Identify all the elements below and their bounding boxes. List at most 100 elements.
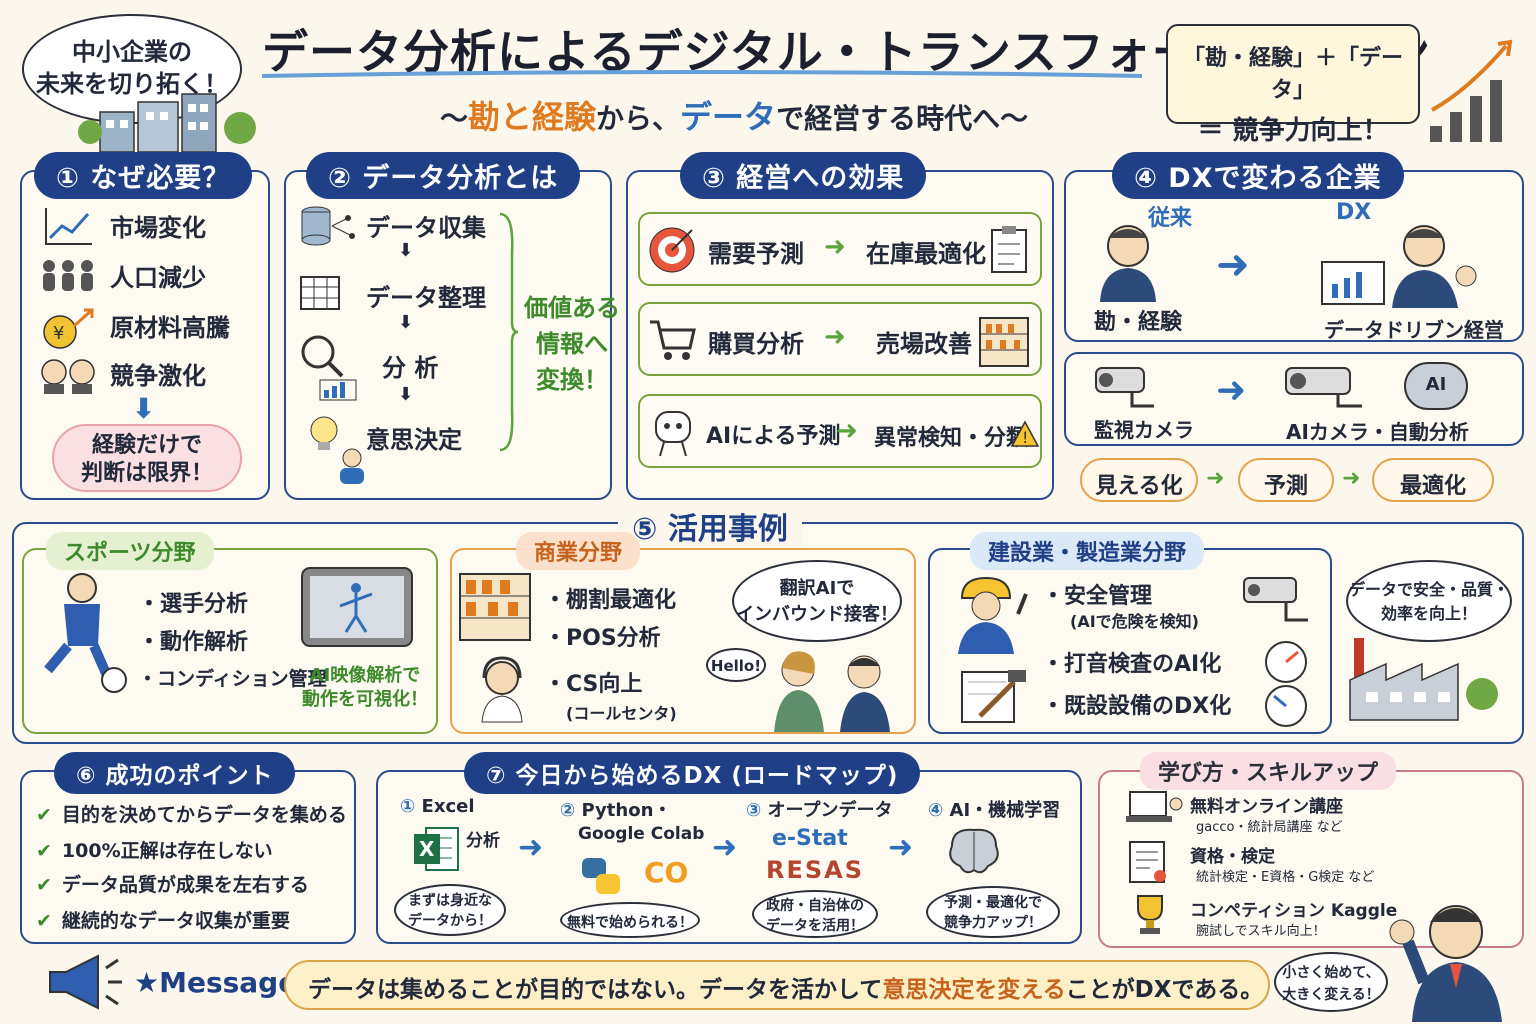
badge-success: ⑥ 成功のポイント — [54, 752, 296, 794]
why-item-2: 原材料高騰 — [110, 314, 230, 342]
construction-item-1: ・打音検査のAI化 — [1042, 652, 1222, 677]
roadmap-note-3: 予測・最適化で 競争力アップ！ — [926, 886, 1060, 938]
after-caption: データドリブン経営 — [1324, 318, 1504, 342]
before-label: 従来 — [1148, 206, 1193, 231]
step-arrow-icon-2: ⬇ — [398, 312, 414, 333]
camera-before-caption: 監視カメラ — [1094, 418, 1194, 442]
svg-text:!: ! — [1022, 428, 1028, 447]
learning-item-0-sub: gacco・統計局講座 など — [1196, 820, 1343, 835]
effect-from-0: 需要予測 — [708, 240, 804, 268]
construction-item-0: ・安全管理 — [1042, 584, 1153, 609]
effect-from-1: 購買分析 — [708, 330, 804, 358]
title-underline — [261, 70, 1143, 78]
learning-item-2-title: コンペティション Kaggle — [1190, 901, 1398, 921]
badge-why: ① なぜ必要？ — [34, 152, 253, 199]
competition-icon — [41, 359, 95, 394]
success-item-3: ✔継続的なデータ収集が重要 — [36, 910, 290, 932]
commerce-cs-sub: (コールセンタ) — [566, 704, 677, 723]
estat-logo: e-Stat — [772, 826, 848, 851]
flow-arrow-icon-0: ➜ — [1206, 466, 1225, 491]
roadmap-step-0-title2: 分析 — [466, 831, 500, 851]
formula-line1: 「勘・経験」＋「データ」 — [1182, 46, 1403, 103]
down-arrow-icon: ⬇ — [132, 392, 156, 425]
badge-dx-company: ④ DXで変わる企業 — [1112, 152, 1404, 199]
target-icon — [649, 227, 695, 273]
effect-arrow-icon-1: ➜ — [824, 322, 846, 352]
cart-icon — [650, 320, 696, 360]
shelf-icon — [459, 573, 531, 641]
svg-text:¥: ¥ — [53, 323, 64, 344]
roadmap-note-0: まずは身近な データから！ — [394, 884, 506, 936]
learning-item-2-sub: 腕試しでスキル向上！ — [1196, 924, 1326, 939]
robot-icon — [655, 411, 691, 457]
ai-brain-icon: AI — [1404, 362, 1468, 410]
success-item-1: ✔100%正解は存在しない — [36, 840, 273, 862]
effect-to-1: 売場改善 — [876, 330, 972, 358]
excel-icon: X — [414, 827, 459, 871]
construction-safety-sub: (AIで危険を検知) — [1070, 612, 1199, 631]
laptop-icon — [1126, 791, 1183, 822]
camera-arrow-icon: ➜ — [1216, 370, 1247, 411]
construction-item-2: ・既設設備のDX化 — [1042, 694, 1232, 719]
effect-to-2: 異常検知・分類 — [874, 426, 1029, 451]
why-item-3: 競争激化 — [110, 362, 206, 390]
success-item-0: ✔目的を決めてからデータを集める — [36, 804, 347, 826]
commerce-item-2: ・CS向上 — [544, 672, 643, 697]
before-caption: 勘・経験 — [1094, 310, 1183, 335]
sports-item-2: ・コンディション管理 — [138, 668, 327, 690]
badge-use-cases: ⑤ 活用事例 — [618, 504, 802, 548]
commerce-item-0: ・棚割最適化 — [544, 588, 677, 613]
message-label: ★Message — [134, 966, 298, 999]
tag-learning: 学び方・スキルアップ — [1140, 752, 1397, 790]
analysis-step-0: データ収集 — [366, 214, 486, 242]
flow-pill-1: 予測 — [1238, 458, 1334, 502]
translation-ai-bubble: 翻訳AIで インバウンド接客！ — [732, 560, 902, 642]
effect-from-2: AIによる予測 — [706, 424, 841, 449]
page-subtitle: 〜勘と経験から、データで経営する時代へ〜 — [440, 98, 1029, 136]
step-arrow-icon-3: ⬇ — [398, 384, 414, 405]
market-chart-icon — [45, 208, 92, 245]
dx-man-laptop-icon — [1321, 225, 1477, 308]
soccer-player-icon — [44, 573, 127, 693]
success-item-2: ✔データ品質が成果を左右する — [36, 874, 309, 896]
gauge-icons — [1265, 641, 1307, 727]
sports-item-1: ・動作解析 — [138, 630, 249, 655]
message-text: データは集めることが目的ではない。データを活かして意思決定を変えることがDXであ… — [308, 977, 1264, 1003]
megaphone-icon — [49, 954, 122, 1010]
worried-man-icon — [1100, 225, 1156, 302]
database-icon — [301, 206, 355, 246]
idea-bulb-icon — [310, 416, 364, 484]
flow-arrow-icon-1: ➜ — [1342, 466, 1361, 491]
roadmap-step-3-title: ④ AI・機械学習 — [928, 800, 1061, 821]
badge-roadmap: ⑦ 今日から始めるDX (ロードマップ) — [464, 752, 921, 794]
step-arrow-icon: ⬇ — [398, 240, 414, 261]
flow-pill-2: 最適化 — [1372, 458, 1494, 502]
check-icon: ✔ — [36, 874, 52, 896]
learning-item-1-sub: 統計検定・E資格・G検定 など — [1196, 870, 1375, 885]
check-icon: ✔ — [36, 910, 52, 932]
effect-row-0 — [638, 212, 1042, 286]
safety-quality-bubble: データで安全・品質・ 効率を向上！ — [1346, 560, 1512, 642]
camera-after-caption: AIカメラ・自動分析 — [1286, 420, 1469, 444]
sports-item-0: ・選手分析 — [138, 592, 249, 617]
badge-data-analysis: ② データ分析とは — [306, 152, 581, 199]
city-buildings-icon — [78, 93, 256, 153]
certificate-icon — [1129, 841, 1166, 883]
svg-text:X: X — [419, 837, 435, 861]
factory-icon — [1349, 638, 1498, 721]
hello-bubble: Hello! — [706, 648, 766, 682]
price-rise-icon: ¥ — [43, 308, 94, 349]
limit-cloud: 経験だけで 判断は限界！ — [52, 424, 242, 492]
table-icon — [300, 276, 340, 310]
tag-construction: 建設業・製造業分野 — [970, 532, 1205, 570]
formula-line2: ＝ 競争力向上！ — [1197, 116, 1389, 146]
check-icon: ✔ — [36, 804, 52, 826]
effect-row-2 — [638, 394, 1042, 468]
roadmap-note-2: 政府・自治体の データを活用！ — [752, 890, 878, 938]
formula-box: 「勘・経験」＋「データ」 ＝ 競争力向上！ — [1166, 24, 1420, 146]
hammer-blueprint-icon — [961, 670, 1026, 723]
small-start-bubble: 小さく始めて、 大きく変える！ — [1274, 952, 1388, 1012]
roadmap-note-1: 無料で始められる！ — [560, 902, 700, 938]
magnifier-icon — [301, 335, 357, 401]
roadmap-step-1-title2: Google Colab — [578, 824, 705, 844]
